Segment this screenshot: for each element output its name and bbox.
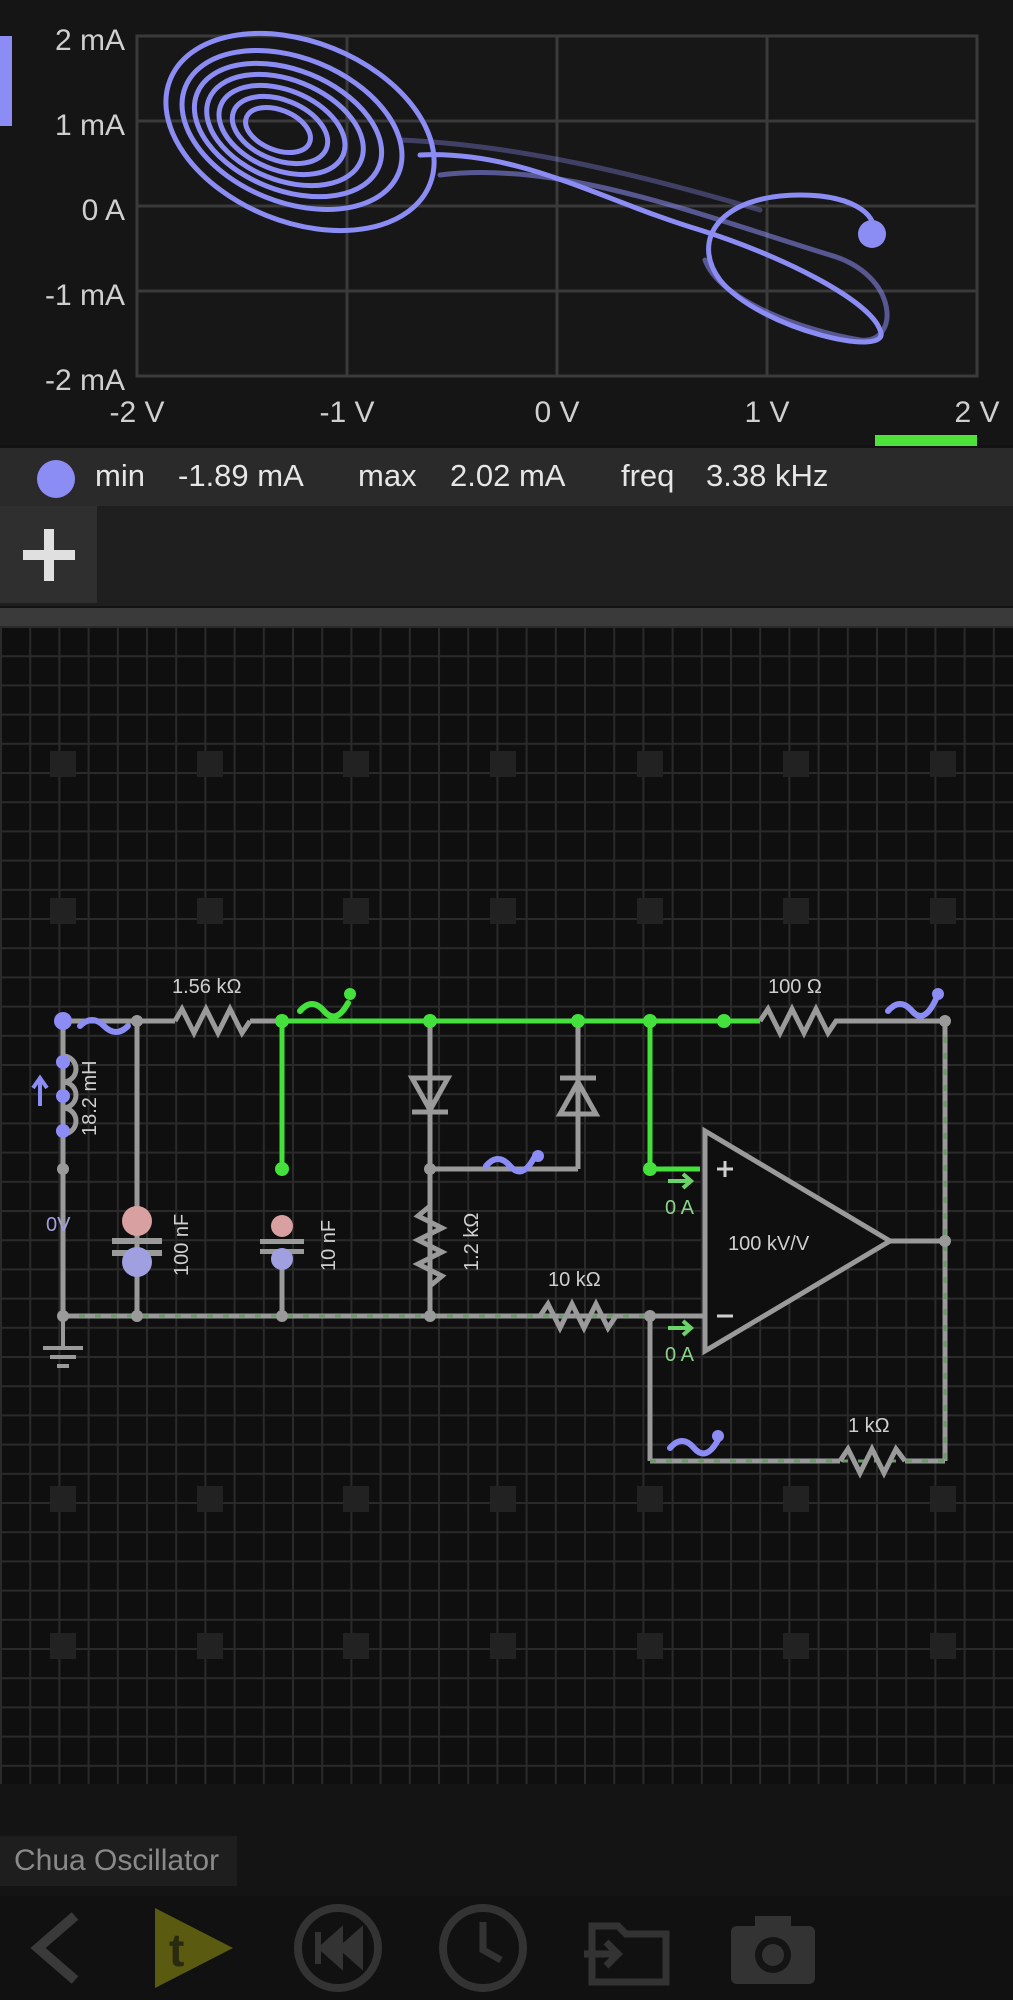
back-icon (30, 1912, 79, 1984)
grid-anchors (50, 751, 956, 1659)
circuit-title[interactable]: Chua Oscillator (0, 1836, 238, 1886)
min-value: -1.89 mA (178, 458, 304, 493)
scope-tabs-row (0, 506, 1013, 606)
play-button[interactable]: t (138, 1902, 248, 1994)
probe-icon[interactable] (667, 1437, 721, 1457)
rewind-button[interactable] (283, 1902, 393, 1994)
y-tick-label: 1 mA (55, 109, 125, 142)
capacitor-100nf[interactable] (112, 1206, 162, 1277)
min-label: min (95, 458, 145, 493)
opamp-minus-current: 0 A (665, 1344, 695, 1366)
screenshot-button[interactable] (718, 1902, 828, 1994)
y-tick-label: 0 A (82, 194, 125, 227)
r5-label: 1 kΩ (848, 1415, 890, 1437)
circuit-canvas[interactable]: 1.56 kΩ 100 Ω 10 kΩ 1 kΩ 100 kV/V 0 A 0 … (0, 626, 1013, 1784)
node-voltage-label: 0V (46, 1214, 71, 1236)
y-tick-label: 2 mA (55, 24, 125, 57)
r2-label: 1.2 kΩ (461, 1213, 483, 1271)
node[interactable] (54, 1012, 72, 1030)
trace-cursor[interactable] (858, 220, 886, 248)
probe-icon[interactable] (297, 1000, 351, 1020)
svg-text:t: t (169, 1924, 184, 1976)
toolbar: t (0, 1896, 1013, 2000)
current-arrow-icon (31, 1074, 49, 1106)
clock-icon (439, 1904, 527, 1992)
measurement-bar: min -1.89 mA max 2.02 mA freq 3.38 kHz (0, 448, 1013, 506)
x-tick-label: 2 V (954, 396, 999, 429)
capacitor-10nf[interactable] (260, 1215, 304, 1270)
y-tick-label: -1 mA (45, 279, 125, 312)
oscilloscope-panel[interactable]: 2 mA 1 mA 0 A -1 mA -2 mA -2 V -1 V 0 V … (0, 0, 1013, 446)
plus-icon (22, 528, 75, 581)
resistor-1-2k[interactable] (412, 1204, 448, 1288)
c2-label: 10 nF (318, 1220, 340, 1271)
probe-icon[interactable] (885, 996, 939, 1019)
c1-label: 100 nF (171, 1214, 193, 1276)
active-wires (279, 1018, 760, 1172)
back-button[interactable] (0, 1902, 110, 1994)
resistor-1-56k[interactable] (172, 1003, 253, 1039)
op-amp[interactable] (702, 1126, 895, 1356)
x-tick-label: -2 V (109, 396, 164, 429)
diode-up[interactable] (555, 1075, 601, 1117)
opamp-plus-current: 0 A (665, 1197, 695, 1219)
add-scope-button[interactable] (0, 506, 97, 603)
x-tick-label: -1 V (319, 396, 374, 429)
diode-down[interactable] (407, 1075, 453, 1116)
r4-label: 100 Ω (768, 976, 822, 998)
max-value: 2.02 mA (450, 458, 566, 493)
x-tick-label: 0 V (534, 396, 579, 429)
opamp-gain-label: 100 kV/V (728, 1233, 810, 1255)
scope-drag-handle[interactable] (0, 36, 12, 126)
play-icon: t (155, 1908, 233, 1988)
y-tick-label: -2 mA (45, 364, 125, 397)
ground-symbol (43, 1316, 83, 1368)
camera-icon (731, 1916, 815, 1984)
range-indicator (875, 435, 977, 446)
x-tick-label: 1 V (744, 396, 789, 429)
freq-value: 3.38 kHz (706, 458, 829, 493)
bottom-panel: Chua Oscillator t (0, 1784, 1013, 2000)
resistor-1k[interactable] (837, 1443, 907, 1479)
r1-label: 1.56 kΩ (172, 976, 241, 998)
rewind-icon (294, 1904, 382, 1992)
scope-plot[interactable]: 2 mA 1 mA 0 A -1 mA -2 mA -2 V -1 V 0 V … (0, 0, 1013, 445)
max-label: max (358, 458, 417, 493)
probe-icon[interactable] (77, 1017, 131, 1035)
probe-color-dot[interactable] (37, 460, 75, 498)
open-folder-icon (584, 1922, 670, 1986)
time-button[interactable] (428, 1902, 538, 1994)
resistor-10k[interactable] (537, 1298, 619, 1334)
freq-label: freq (621, 458, 675, 493)
resistor-100ohm[interactable] (757, 1003, 845, 1039)
inductor-label: 18.2 mH (79, 1060, 101, 1136)
inductor[interactable] (62, 1053, 79, 1137)
open-button[interactable] (573, 1902, 683, 1994)
panel-divider[interactable] (0, 608, 1013, 626)
trace (163, 30, 890, 345)
r3-label: 10 kΩ (548, 1269, 601, 1291)
probe-icon[interactable] (483, 1155, 537, 1175)
